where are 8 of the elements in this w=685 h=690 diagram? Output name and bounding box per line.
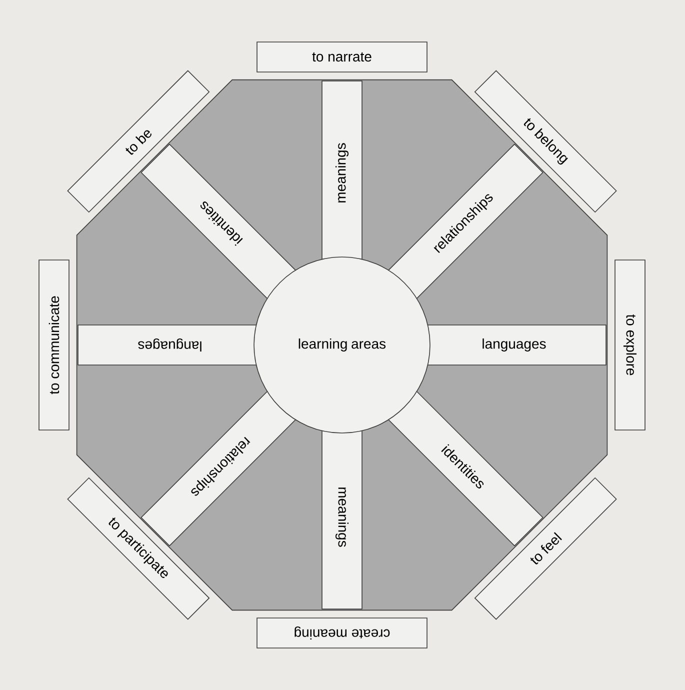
- spoke-box: meanings: [322, 80, 362, 266]
- outer-box: to communicate: [38, 260, 70, 430]
- outer-box: to narrate: [256, 42, 428, 72]
- outer-box: create meaning: [256, 618, 428, 648]
- spoke-box: languages: [422, 324, 606, 366]
- spoke-box: meanings: [322, 424, 362, 610]
- outer-box: to explore: [614, 260, 646, 430]
- spoke-box: languages: [78, 324, 262, 366]
